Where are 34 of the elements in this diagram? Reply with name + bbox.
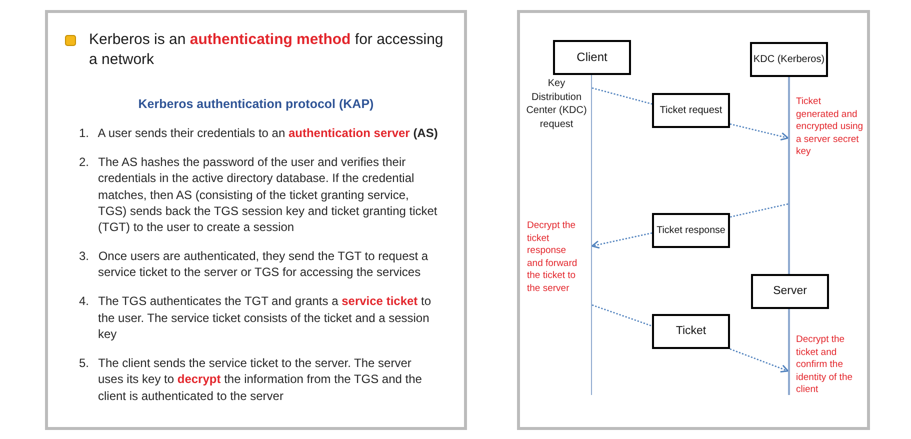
message-arrow: [591, 232, 652, 249]
list-item: 1. A user sends their credentials to an authentication server (AS): [79, 125, 439, 142]
message-box: [652, 314, 730, 349]
message-label: Ticket response: [656, 224, 726, 236]
message-arrow: [730, 123, 789, 140]
message-label: Ticket request: [660, 104, 722, 116]
dotted-connector: [592, 87, 652, 105]
message-box: [652, 213, 730, 248]
lifeline: [590, 75, 592, 395]
participant-name: Client: [576, 50, 608, 65]
lifeline: [788, 309, 790, 395]
message-label: Ticket: [676, 324, 706, 338]
participant-box: [751, 274, 829, 309]
participant-name: KDC (Kerberos): [753, 54, 825, 66]
annotation: Key Distribution Center (KDC) request: [525, 77, 588, 132]
bullet-text: Kerberos is an authenticating method for accessing a network: [89, 30, 444, 70]
annotation: Decrypt the ticket response and forward the ticket to the server: [527, 220, 578, 295]
list-item: 4. The TGS authenticates the TGT and grants a service ticket to the user. The service ticket consists of the ticket and a session key: [79, 293, 432, 342]
annotation: Ticket generated and encrypted using a server secret key: [796, 96, 864, 158]
participant-box: [750, 42, 828, 77]
dotted-connector: [592, 304, 652, 327]
slide-panel: [45, 10, 467, 430]
participant-name: Server: [773, 284, 807, 298]
slide-panel: [517, 10, 870, 430]
list-item: 3. Once users are authenticated, they send the TGT to request a service ticket to the server or TGS for accessing the services: [79, 248, 430, 281]
dotted-connector: [730, 203, 788, 218]
participant-box: [553, 40, 631, 75]
lifeline: [788, 77, 790, 274]
subtitle: Kerberos authentication protocol (KAP): [138, 96, 374, 112]
message-box: [652, 93, 730, 128]
list-item: 5. The client sends the service ticket to the server. The server uses its key to decrypt the information from the TGS and the client is authenticated to the server: [79, 355, 423, 404]
list-item: 2. The AS hashes the password of the user and verifies their credentials in the active directory database. If the credential matches, then AS (consisting of the ticket granting service, TGS) sends back the TGS session key and ticket granting ticket (TGT) to the user to create a session: [79, 154, 438, 236]
annotation: Decrypt the ticket and confirm the identity of the client: [796, 334, 854, 396]
message-arrow: [730, 348, 789, 373]
